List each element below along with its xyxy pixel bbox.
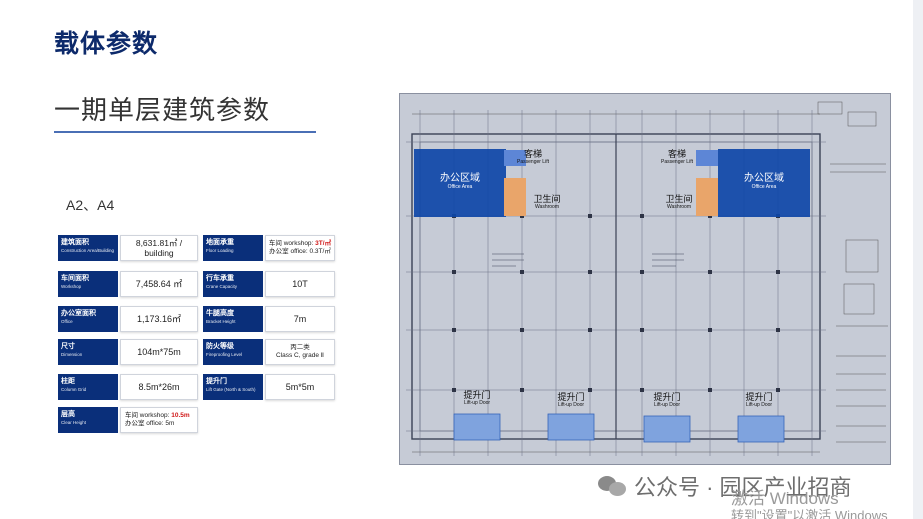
washroom-left — [504, 178, 526, 216]
windows-activation-title: 激活 Windows — [731, 489, 839, 508]
param-value: 7m — [265, 306, 335, 332]
office-area-left — [414, 149, 506, 217]
param-value: 5m*5m — [265, 374, 335, 400]
wechat-icon — [598, 474, 628, 498]
param-value: 车间 workshop: 10.5m 办公室 office: 5m — [120, 407, 198, 433]
lift-up-door-1 — [453, 413, 501, 441]
right-edge-bar — [913, 0, 923, 519]
washroom-right — [696, 178, 718, 216]
floor-plan-drawing — [406, 101, 888, 456]
lift-left — [504, 150, 526, 166]
lift-up-door-3 — [643, 415, 691, 443]
param-value: 8.5m*26m — [120, 374, 198, 400]
param-value: 104m*75m — [120, 339, 198, 365]
subtitle-underline — [54, 131, 316, 133]
param-value: 10T — [265, 271, 335, 297]
page-subtitle: 一期单层建筑参数 — [54, 95, 271, 125]
building-units: A2、A4 — [66, 197, 115, 213]
wechat-watermark: 公众号 · 园区产业招商 — [598, 470, 852, 502]
page-title: 载体参数 — [54, 30, 159, 58]
param-value: 车间 workshop: 3T/㎡ 办公室 office: 0.3T/㎡ — [265, 235, 335, 261]
lift-right — [696, 150, 718, 166]
windows-activation-hint: 转到"设置"以激活 Windows — [731, 508, 888, 519]
plan-notes — [492, 253, 684, 267]
lift-up-door-2 — [547, 413, 595, 441]
watermark-text: 公众号 · 园区产业招商 — [634, 475, 852, 500]
office-area-right — [718, 149, 810, 217]
param-value: 8,631.81㎡ / building — [120, 235, 198, 261]
param-value: 1,173.16㎡ — [120, 306, 198, 332]
param-value: 7,458.64 ㎡ — [120, 271, 198, 297]
annotation-block — [817, 101, 888, 443]
lift-up-door-4 — [737, 415, 785, 443]
